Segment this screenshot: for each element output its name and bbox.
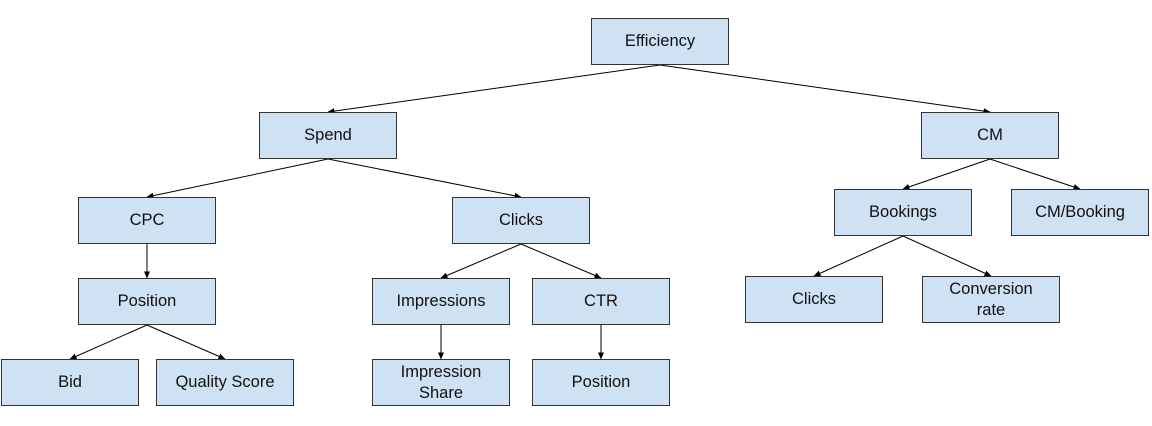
node-spend: Spend [259, 112, 397, 159]
edge-position-cpc-to-bid [69, 324, 148, 360]
node-impression-share-label: Impression Share [400, 362, 482, 402]
node-cm-booking-label: CM/Booking [1035, 203, 1125, 221]
node-impressions-label: Impressions [396, 292, 486, 310]
node-spend-label: Spend [304, 126, 352, 144]
edge-efficiency-to-spend [327, 64, 661, 115]
node-position-cpc-label: Position [117, 292, 177, 310]
node-impression-share: Impression Share [372, 359, 510, 406]
node-conversion-rate-label: Conversion rate [949, 279, 1033, 319]
edge-spend-to-clicks-spend [327, 158, 522, 199]
node-clicks-bookings-label: Clicks [792, 290, 836, 308]
edge-spend-to-cpc [146, 158, 329, 199]
node-impressions: Impressions [372, 278, 510, 325]
edge-bookings-to-conversion-rate [902, 235, 992, 277]
edge-efficiency-to-cm [659, 64, 991, 115]
node-efficiency: Efficiency [591, 18, 729, 65]
edge-position-cpc-to-quality-score [146, 324, 226, 360]
node-bid: Bid [1, 359, 139, 406]
node-position-cpc: Position [78, 278, 216, 325]
node-bookings-label: Bookings [869, 203, 937, 221]
node-bookings: Bookings [834, 189, 972, 236]
edge-bookings-to-clicks-bookings [813, 235, 904, 277]
node-cpc: CPC [78, 197, 216, 244]
node-bid-label: Bid [58, 373, 82, 391]
node-cm-label: CM [977, 126, 1003, 144]
node-ctr-label: CTR [584, 292, 618, 310]
node-conversion-rate: Conversion rate [922, 276, 1060, 323]
edge-cm-to-cm-booking [989, 158, 1081, 190]
node-clicks-spend-label: Clicks [499, 211, 543, 229]
node-position-ctr-label: Position [571, 373, 631, 391]
node-position-ctr: Position [532, 359, 670, 406]
edge-cm-to-bookings [902, 158, 991, 190]
edge-clicks-spend-to-impressions [440, 243, 522, 279]
node-clicks-spend: Clicks [452, 197, 590, 244]
node-quality-score: Quality Score [156, 359, 294, 406]
edge-clicks-spend-to-ctr [520, 243, 602, 279]
node-ctr: CTR [532, 278, 670, 325]
node-cm-booking: CM/Booking [1011, 189, 1149, 236]
node-quality-score-label: Quality Score [175, 373, 275, 391]
node-clicks-bookings: Clicks [745, 276, 883, 323]
node-efficiency-label: Efficiency [624, 32, 696, 50]
node-cpc-label: CPC [129, 211, 165, 229]
node-cm: CM [921, 112, 1059, 159]
